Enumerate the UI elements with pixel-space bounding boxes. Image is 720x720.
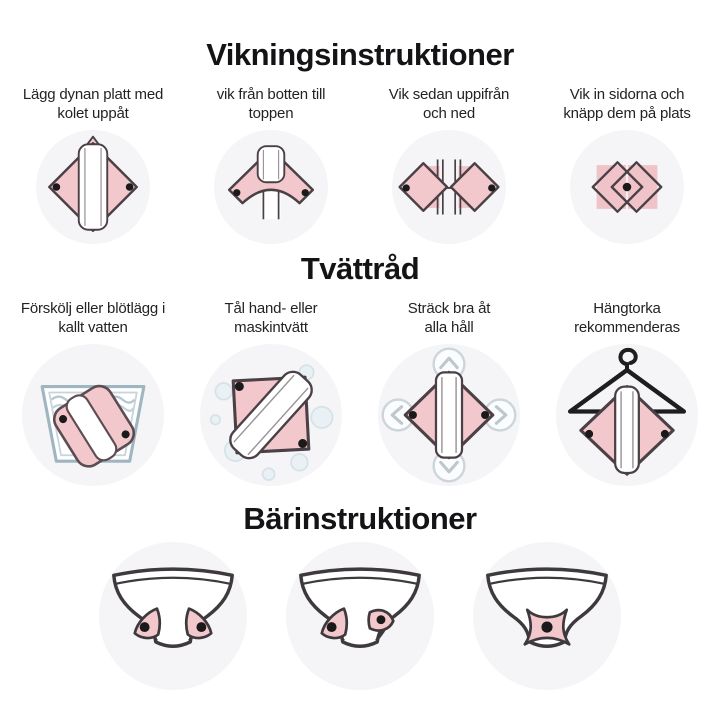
- washing-step-4-caption: Hängtorka rekommenderas: [574, 300, 680, 337]
- soak-basin-icon: [40, 384, 146, 468]
- pad-fold-bottom-icon: [227, 145, 315, 220]
- washing-step-1-caption: Förskölj eller blötlägg i kallt vatten: [20, 300, 166, 337]
- folding-step-1: Lägg dynan platt med kolet uppåt: [4, 72, 182, 245]
- illustration-circle: [214, 130, 328, 245]
- pad-fold-top-icon: [398, 159, 500, 215]
- washing-step-4: Hängtorka rekommenderas: [538, 286, 716, 487]
- folding-step-4: Vik in sidorna och knäpp dem på plats: [538, 72, 716, 245]
- pad-flat-icon: [48, 135, 138, 233]
- section-title-wearing: Bärinstruktioner: [243, 501, 477, 537]
- wearing-step-2: [267, 538, 454, 691]
- wearing-steps-row: [80, 538, 640, 691]
- section-title-washing: Tvättråd: [300, 251, 420, 287]
- folding-steps-row: Lägg dynan platt med kolet uppåt vik frå…: [4, 72, 716, 245]
- washing-step-3-caption: Sträck bra åt alla håll: [407, 300, 491, 337]
- pad-snapped-icon: [591, 161, 663, 213]
- illustration-circle: [99, 542, 248, 691]
- folding-step-2-caption: vik från botten till toppen: [216, 86, 326, 123]
- folding-step-1-caption: Lägg dynan platt med kolet uppåt: [22, 86, 164, 123]
- panty-wings-out-icon: [112, 567, 235, 649]
- folding-step-3-caption: Vik sedan uppifrån och ned: [388, 86, 510, 123]
- wearing-step-1: [80, 538, 267, 691]
- illustration-circle: [378, 344, 520, 487]
- washing-step-2-caption: Tål hand- eller maskintvätt: [224, 300, 318, 337]
- panty-wings-folding-icon: [299, 567, 421, 649]
- washing-step-2: Tål hand- eller maskintvätt: [182, 286, 360, 487]
- illustration-circle: [200, 344, 342, 487]
- stretch-arrows-icon: [381, 347, 517, 483]
- wearing-step-3: [453, 538, 640, 691]
- illustration-circle: [22, 344, 164, 487]
- washing-steps-row: Förskölj eller blötlägg i kallt vatten: [4, 286, 716, 487]
- folding-step-3: Vik sedan uppifrån och ned: [360, 72, 538, 245]
- panty-wings-snapped-icon: [485, 567, 608, 649]
- section-title-folding: Vikningsinstruktioner: [206, 37, 514, 72]
- illustration-circle: [392, 130, 506, 245]
- washing-step-1: Förskölj eller blötlägg i kallt vatten: [4, 286, 182, 487]
- illustration-circle: [556, 344, 698, 487]
- illustration-circle: [472, 542, 621, 691]
- folding-step-2: vik från botten till toppen: [182, 72, 360, 245]
- illustration-circle: [286, 542, 434, 691]
- washing-step-3: Sträck bra åt alla håll: [360, 286, 538, 487]
- illustration-circle: [570, 130, 684, 245]
- hanger-dry-icon: [568, 348, 686, 476]
- wash-pad-icon: [209, 364, 334, 482]
- folding-step-4-caption: Vik in sidorna och knäpp dem på plats: [563, 86, 691, 123]
- illustration-circle: [36, 130, 150, 245]
